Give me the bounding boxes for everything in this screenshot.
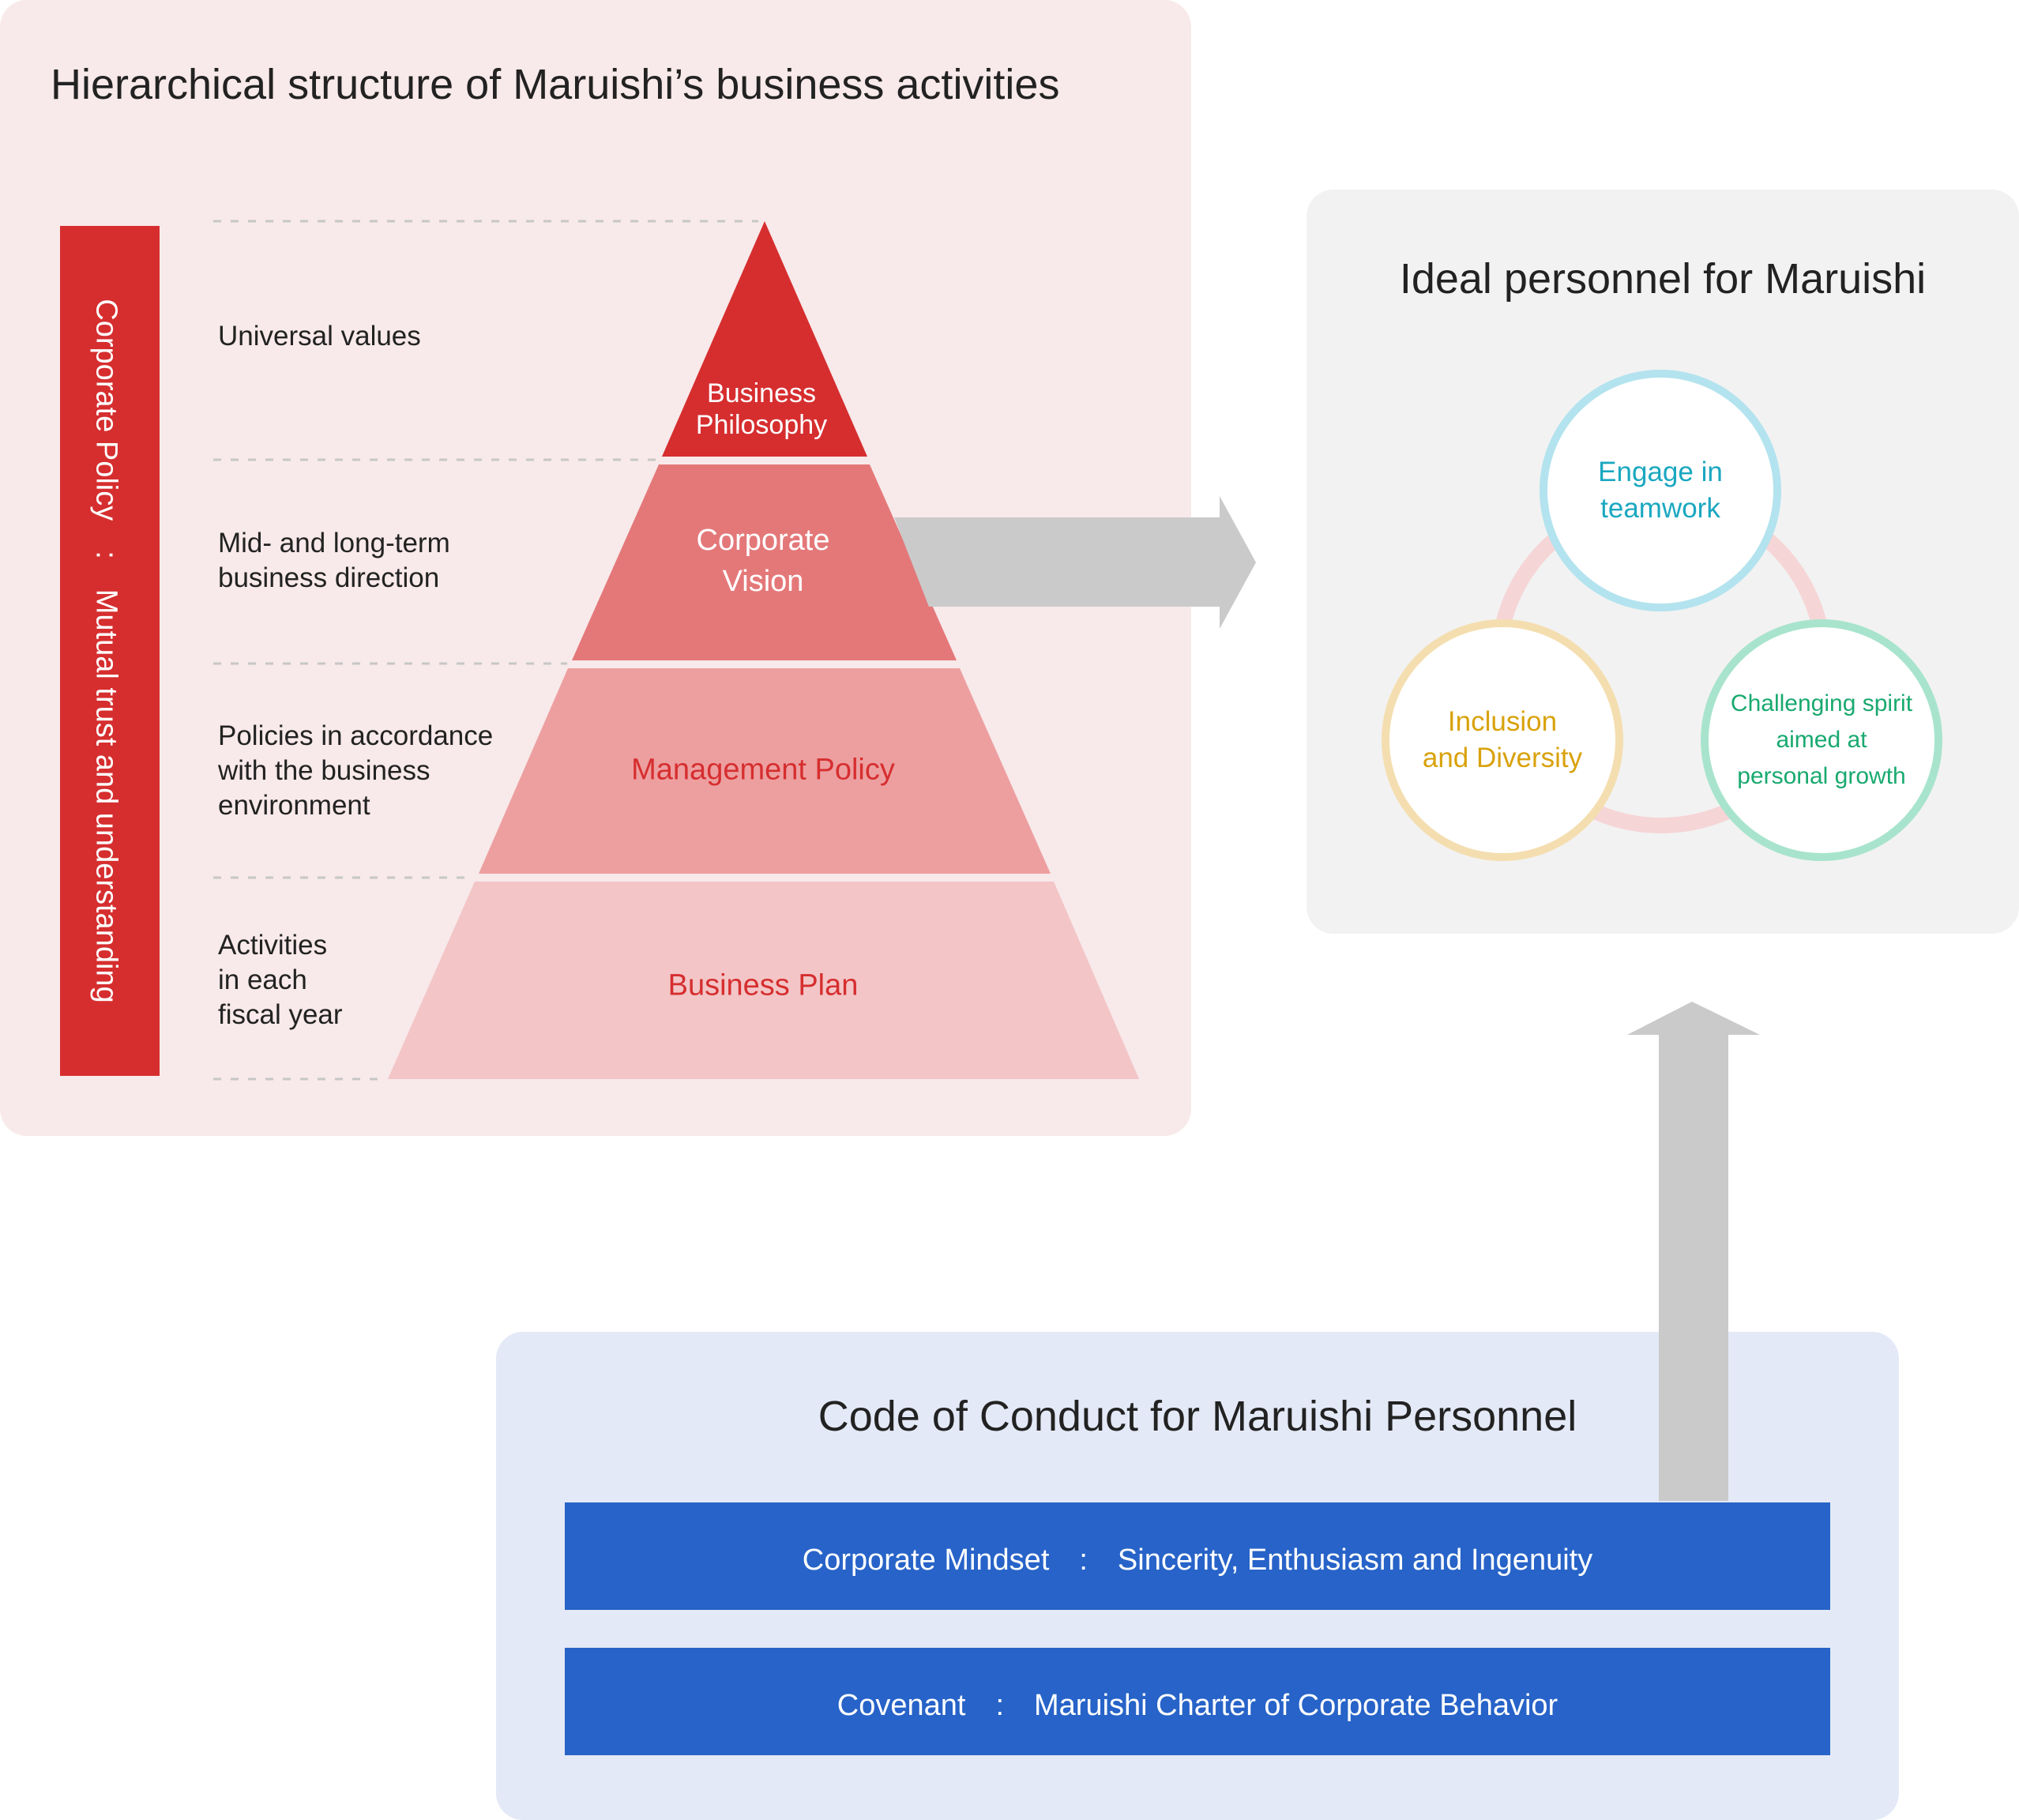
trait-challenge: Challenging spirit aimed at personal gro… — [1730, 690, 1913, 789]
up-arrow-icon — [1627, 1002, 1760, 1501]
tier-label-philosophy: Business Philosophy — [695, 378, 828, 440]
pyramid-tier-plan — [388, 882, 1139, 1079]
level-dividers — [213, 220, 758, 1081]
pyramid-tier-philosophy — [662, 221, 867, 457]
tier-label-vision: Corporate Vision — [696, 524, 830, 598]
trait-inclusion: Inclusion and Diversity — [1422, 706, 1583, 773]
teamwork-circle — [1540, 370, 1781, 611]
pyramid-tier-management — [479, 668, 1051, 874]
ideal-personnel-title: Ideal personnel for Maruishi — [1399, 255, 1927, 303]
tier-label-management: Management Policy — [631, 753, 895, 787]
covenant-bar: Covenant : Maruishi Charter of Corporate… — [565, 1648, 1830, 1755]
corporate-policy-bar — [60, 226, 160, 1076]
tier-label-plan: Business Plan — [667, 968, 859, 1002]
pyramid-tier-vision — [572, 464, 957, 660]
challenge-circle — [1701, 619, 1942, 861]
trait-teamwork: Engage in teamwork — [1598, 457, 1723, 524]
level-label-policies: Policies in accordance with the business… — [218, 720, 494, 821]
inclusion-circle — [1382, 619, 1623, 861]
right-arrow-icon — [894, 496, 1256, 629]
level-label-universal: Universal values — [218, 321, 421, 352]
hierarchy-title: Hierarchical structure of Maruishi’s bus… — [51, 61, 1060, 108]
code-of-conduct-title: Code of Conduct for Maruishi Personnel — [818, 1393, 1577, 1440]
level-label-activities: Activities in each fiscal year — [218, 930, 343, 1030]
corporate-mindset-bar: Corporate Mindset : Sincerity, Enthusias… — [565, 1502, 1830, 1610]
level-label-midlong: Mid- and long-term business direction — [218, 528, 450, 593]
